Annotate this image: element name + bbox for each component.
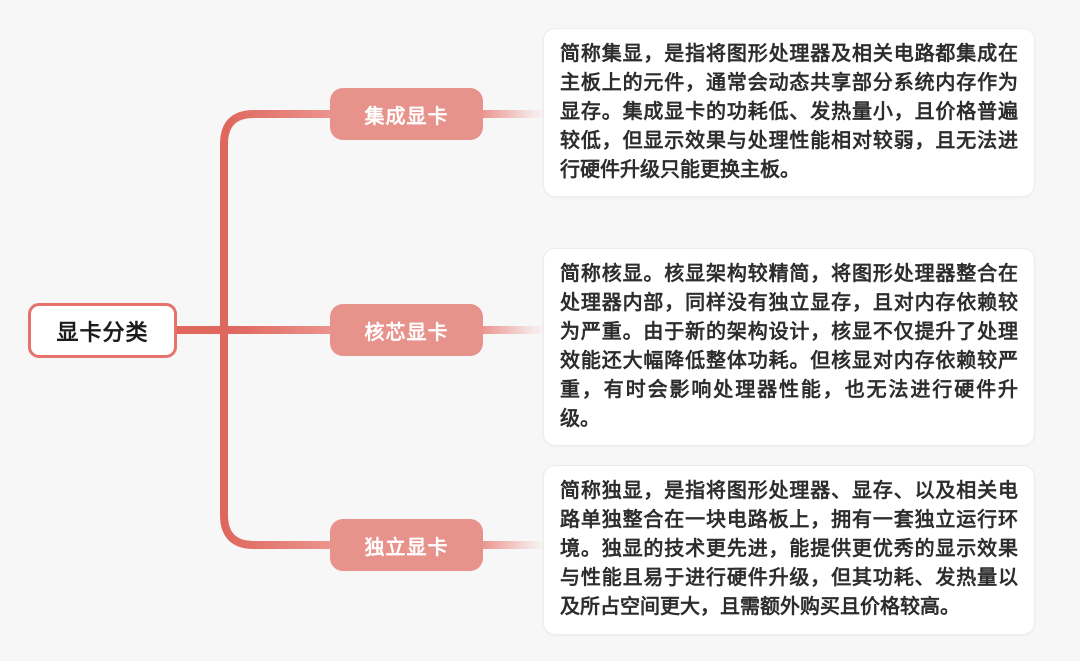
root-node-label: 显卡分类: [56, 319, 149, 345]
description-text: 简称集显，是指将图形处理器及相关电路都集成在主板上的元件，通常会动态共享部分系统…: [560, 43, 1018, 181]
branch-node-label: 独立显卡: [364, 536, 449, 559]
description-box-integrated[interactable]: 简称集显，是指将图形处理器及相关电路都集成在主板上的元件，通常会动态共享部分系统…: [543, 28, 1035, 197]
root-node[interactable]: 显卡分类: [28, 303, 177, 358]
description-text: 简称独显，是指将图形处理器、显存、以及相关电路单独整合在一块电路板上，拥有一套独…: [560, 480, 1018, 618]
branch-node-discrete[interactable]: 独立显卡: [330, 519, 483, 571]
branch-node-integrated[interactable]: 集成显卡: [330, 88, 483, 140]
branch-node-label: 集成显卡: [364, 105, 449, 128]
fade-connector-2: [482, 326, 546, 334]
description-text: 简称核显。核显架构较精简，将图形处理器整合在处理器内部，同样没有独立显存，且对内…: [560, 263, 1018, 430]
fade-connector-3: [482, 541, 546, 549]
description-box-discrete[interactable]: 简称独显，是指将图形处理器、显存、以及相关电路单独整合在一块电路板上，拥有一套独…: [543, 465, 1035, 635]
connector-branch-1: [220, 110, 332, 334]
branch-node-core[interactable]: 核芯显卡: [330, 304, 483, 356]
description-box-core[interactable]: 简称核显。核显架构较精简，将图形处理器整合在处理器内部，同样没有独立显存，且对内…: [543, 248, 1035, 446]
branch-node-label: 核芯显卡: [364, 321, 449, 344]
fade-connector-1: [482, 110, 546, 118]
connector-branch-3: [220, 326, 332, 549]
